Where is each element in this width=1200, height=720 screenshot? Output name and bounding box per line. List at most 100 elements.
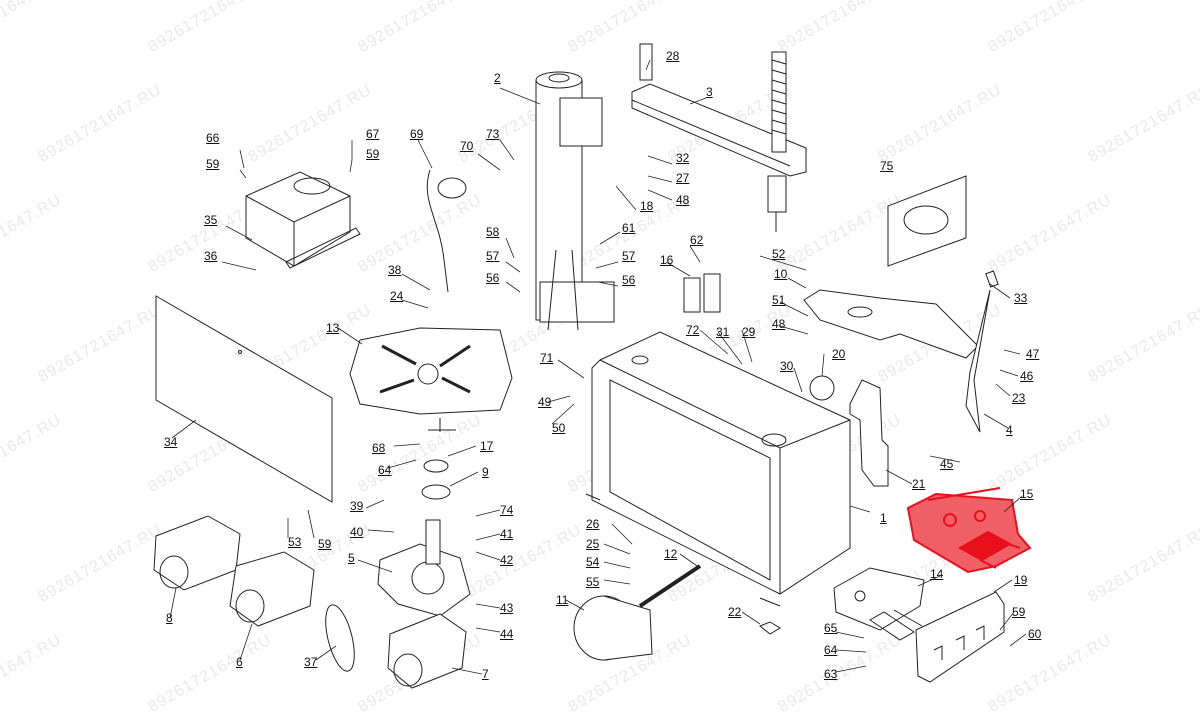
part-label-59-cover[interactable]: 59 bbox=[1012, 605, 1026, 619]
part-label-67[interactable]: 67 bbox=[366, 127, 380, 141]
ring-part bbox=[423, 459, 449, 473]
part-label-65[interactable]: 65 bbox=[824, 621, 838, 635]
part-label-54[interactable]: 54 bbox=[586, 555, 600, 569]
roller-part bbox=[809, 375, 835, 401]
pedal-assembly-part bbox=[833, 567, 925, 641]
side-panel-part bbox=[155, 295, 333, 503]
part-label-20[interactable]: 20 bbox=[832, 347, 846, 361]
part-label-56-right[interactable]: 56 bbox=[622, 273, 636, 287]
cabinet-body-part bbox=[585, 331, 851, 607]
turntable-part bbox=[349, 327, 513, 432]
part-label-63[interactable]: 63 bbox=[824, 667, 838, 681]
gearbox-part bbox=[377, 519, 471, 617]
part-label-64-pedal[interactable]: 64 bbox=[824, 643, 838, 657]
part-label-14[interactable]: 14 bbox=[930, 567, 944, 581]
air-filter-part bbox=[683, 273, 721, 313]
part-label-18[interactable]: 18 bbox=[640, 199, 654, 213]
part-label-25[interactable]: 25 bbox=[586, 537, 600, 551]
air-gun-head bbox=[437, 177, 467, 199]
pedal-assembly-highlighted bbox=[906, 487, 1032, 574]
leader-lines bbox=[169, 59, 1027, 675]
nut-part bbox=[421, 484, 451, 500]
part-label-15[interactable]: 15 bbox=[1020, 487, 1034, 501]
part-label-48-slide[interactable]: 48 bbox=[772, 317, 786, 331]
part-label-29[interactable]: 29 bbox=[742, 325, 756, 339]
part-label-9[interactable]: 9 bbox=[482, 465, 489, 479]
part-label-52[interactable]: 52 bbox=[772, 247, 786, 261]
part-label-61[interactable]: 61 bbox=[622, 221, 636, 235]
part-label-46[interactable]: 46 bbox=[1020, 369, 1034, 383]
part-label-24[interactable]: 24 bbox=[390, 289, 404, 303]
part-label-56-column[interactable]: 56 bbox=[486, 271, 500, 285]
part-label-68[interactable]: 68 bbox=[372, 441, 386, 455]
part-label-59-tray[interactable]: 59 bbox=[206, 157, 220, 171]
part-label-6[interactable]: 6 bbox=[236, 655, 243, 669]
part-label-45[interactable]: 45 bbox=[940, 457, 954, 471]
pedal-cover-part bbox=[915, 591, 1005, 683]
part-label-31[interactable]: 31 bbox=[716, 325, 730, 339]
part-label-38[interactable]: 38 bbox=[388, 263, 402, 277]
part-label-59-tray-right[interactable]: 59 bbox=[366, 147, 380, 161]
part-label-70[interactable]: 70 bbox=[460, 139, 474, 153]
cover-plate-part bbox=[887, 175, 967, 267]
part-label-60[interactable]: 60 bbox=[1028, 627, 1042, 641]
part-label-50[interactable]: 50 bbox=[552, 421, 566, 435]
part-label-73[interactable]: 73 bbox=[486, 127, 500, 141]
part-label-33[interactable]: 33 bbox=[1014, 291, 1028, 305]
part-label-28[interactable]: 28 bbox=[666, 49, 680, 63]
part-label-12[interactable]: 12 bbox=[664, 547, 678, 561]
part-label-42[interactable]: 42 bbox=[500, 553, 514, 567]
part-label-59-motor[interactable]: 59 bbox=[318, 537, 332, 551]
part-label-40[interactable]: 40 bbox=[350, 525, 364, 539]
part-label-37[interactable]: 37 bbox=[304, 655, 318, 669]
part-label-43[interactable]: 43 bbox=[500, 601, 514, 615]
part-label-44[interactable]: 44 bbox=[500, 627, 514, 641]
part-label-41[interactable]: 41 bbox=[500, 527, 514, 541]
part-label-26[interactable]: 26 bbox=[586, 517, 600, 531]
part-label-75[interactable]: 75 bbox=[880, 159, 894, 173]
part-label-47[interactable]: 47 bbox=[1026, 347, 1040, 361]
part-label-30[interactable]: 30 bbox=[780, 359, 794, 373]
part-label-2[interactable]: 2 bbox=[494, 71, 501, 85]
part-label-55[interactable]: 55 bbox=[586, 575, 600, 589]
part-label-58[interactable]: 58 bbox=[486, 225, 500, 239]
air-cylinder-part bbox=[573, 564, 702, 661]
part-label-11[interactable]: 11 bbox=[556, 593, 569, 607]
part-label-57-right[interactable]: 57 bbox=[622, 249, 636, 263]
part-label-74[interactable]: 74 bbox=[500, 503, 514, 517]
part-label-62[interactable]: 62 bbox=[690, 233, 704, 247]
part-label-10[interactable]: 10 bbox=[774, 267, 788, 281]
part-label-57-column[interactable]: 57 bbox=[486, 249, 500, 263]
part-label-16[interactable]: 16 bbox=[660, 253, 674, 267]
part-label-66[interactable]: 66 bbox=[206, 131, 220, 145]
part-label-22[interactable]: 22 bbox=[728, 605, 742, 619]
part-label-49[interactable]: 49 bbox=[538, 395, 552, 409]
part-label-51[interactable]: 51 bbox=[772, 293, 786, 307]
part-label-72[interactable]: 72 bbox=[686, 323, 700, 337]
part-label-34[interactable]: 34 bbox=[164, 435, 178, 449]
part-label-3[interactable]: 3 bbox=[706, 85, 713, 99]
part-label-27[interactable]: 27 bbox=[676, 171, 690, 185]
part-label-48-arm[interactable]: 48 bbox=[676, 193, 690, 207]
part-label-23[interactable]: 23 bbox=[1012, 391, 1026, 405]
part-label-13[interactable]: 13 bbox=[326, 321, 340, 335]
part-label-7[interactable]: 7 bbox=[482, 667, 489, 681]
part-label-8[interactable]: 8 bbox=[166, 611, 173, 625]
part-label-19[interactable]: 19 bbox=[1014, 573, 1028, 587]
part-label-32[interactable]: 32 bbox=[676, 151, 690, 165]
part-label-53[interactable]: 53 bbox=[288, 535, 302, 549]
part-label-17[interactable]: 17 bbox=[480, 439, 494, 453]
part-label-4[interactable]: 4 bbox=[1006, 423, 1013, 437]
slide-arm-part bbox=[803, 270, 999, 433]
part-label-1[interactable]: 1 bbox=[880, 511, 887, 525]
part-label-69[interactable]: 69 bbox=[410, 127, 424, 141]
part-label-36[interactable]: 36 bbox=[204, 249, 218, 263]
part-label-35[interactable]: 35 bbox=[204, 213, 218, 227]
part-label-39[interactable]: 39 bbox=[350, 499, 364, 513]
part-label-71[interactable]: 71 bbox=[540, 351, 554, 365]
part-label-21[interactable]: 21 bbox=[912, 477, 926, 491]
part-label-5[interactable]: 5 bbox=[348, 551, 355, 565]
part-label-64-table[interactable]: 64 bbox=[378, 463, 392, 477]
